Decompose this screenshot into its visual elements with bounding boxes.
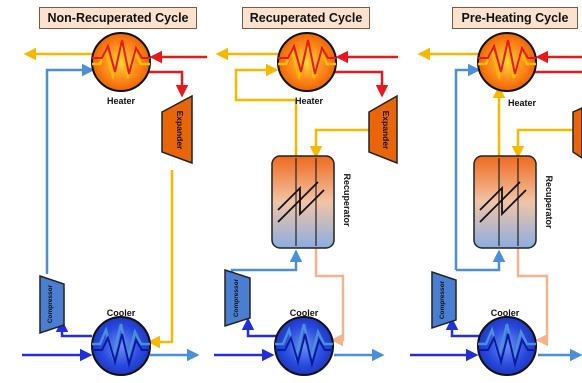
compressor-to-heater-line bbox=[45, 63, 95, 274]
recuperator-icon bbox=[271, 155, 335, 249]
compressor-to-recuperator-line bbox=[456, 249, 506, 272]
cooler-to-compressor-line bbox=[445, 317, 480, 338]
compressor-to-heater-line bbox=[454, 63, 481, 270]
cooler-label: Cooler bbox=[107, 308, 136, 318]
expander-label: Expander bbox=[381, 111, 391, 150]
expander-label: Expander bbox=[175, 111, 185, 150]
cooler-to-compressor-line bbox=[241, 317, 276, 338]
compressor-icon: Compressor bbox=[224, 268, 251, 328]
cooler-icon bbox=[274, 316, 334, 376]
heater-icon bbox=[91, 32, 151, 92]
expander-to-recuperator-line bbox=[309, 128, 377, 159]
compressor-icon: Compressor bbox=[431, 270, 457, 330]
compressor-to-recuperator-line bbox=[230, 249, 303, 273]
expander-icon: Expander bbox=[368, 94, 398, 165]
recuperator-label: Recuperator bbox=[544, 175, 554, 229]
expander-icon: Expander bbox=[161, 94, 193, 165]
cooler-icon bbox=[477, 316, 537, 376]
panel-non-recuperated: Heater Expander Compressor Cooler bbox=[22, 32, 207, 376]
recuperator-to-heater-line bbox=[234, 63, 298, 156]
compressor-label: Compressor bbox=[233, 278, 240, 317]
compressor-label: Compressor bbox=[439, 280, 446, 319]
title-pre-heating: Pre-Heating Cycle bbox=[452, 7, 578, 29]
expander-icon bbox=[572, 107, 582, 159]
title-recuperated: Recuperated Cycle bbox=[242, 7, 370, 29]
hot-stream-out-line bbox=[334, 70, 389, 98]
cooler-icon bbox=[91, 316, 151, 376]
hot-stream-out-line bbox=[148, 70, 189, 98]
heater-label: Heater bbox=[508, 98, 537, 108]
title-non-recuperated: Non-Recuperated Cycle bbox=[39, 7, 197, 29]
recuperator-label: Recuperator bbox=[342, 173, 352, 227]
panel-pre-heating: Heater Recuperator Compressor Cooler bbox=[410, 32, 582, 376]
heater-icon bbox=[477, 32, 537, 92]
heater-icon bbox=[277, 32, 337, 92]
cooler-to-compressor-line bbox=[55, 319, 92, 338]
recuperator-to-cooler-line bbox=[516, 248, 549, 347]
recuperator-icon bbox=[473, 155, 537, 249]
heater-label: Heater bbox=[107, 96, 136, 106]
cooler-label: Cooler bbox=[491, 308, 520, 318]
heater-label: Heater bbox=[295, 96, 324, 106]
recuperator-to-cooler-line bbox=[314, 248, 345, 347]
compressor-label: Compressor bbox=[47, 284, 54, 323]
compressor-icon: Compressor bbox=[39, 274, 65, 335]
expander-to-recuperator-line bbox=[511, 128, 582, 159]
panel-recuperated: Heater Expander Recuperator Compressor C… bbox=[214, 32, 398, 376]
cooler-label: Cooler bbox=[290, 308, 319, 318]
expander-to-cooler-line bbox=[147, 170, 174, 349]
